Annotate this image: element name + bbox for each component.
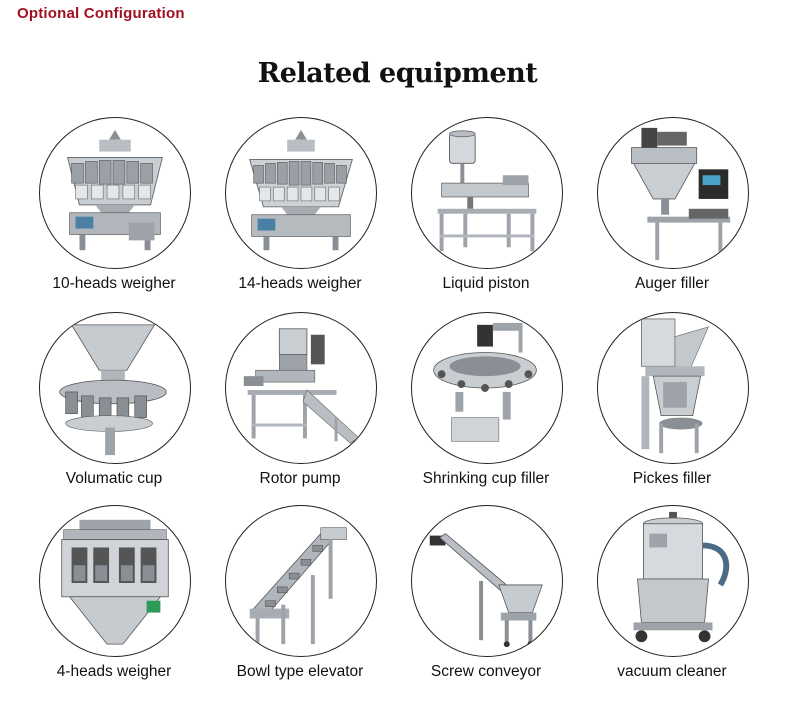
- equipment-caption: Screw conveyor: [430, 663, 542, 680]
- equipment-item-screw-conveyor[interactable]: Screw conveyor: [391, 505, 581, 695]
- equipment-item-rotor-pump[interactable]: Rotor pump: [205, 312, 395, 502]
- equipment-caption: 14-heads weigher: [238, 275, 362, 292]
- equipment-item-liquid-piston[interactable]: Liquid piston: [391, 117, 581, 307]
- equipment-item-shrinking-cup-filler[interactable]: Shrinking cup filler: [391, 312, 581, 502]
- linear-weigher-icon: [39, 505, 191, 657]
- bucket-elevator-icon: [225, 505, 377, 657]
- equipment-caption: vacuum cleaner: [617, 663, 727, 680]
- equipment-item-auger-filler[interactable]: Auger filler: [577, 117, 767, 307]
- equipment-caption: Liquid piston: [442, 275, 530, 292]
- equipment-item-4-heads-weigher[interactable]: 4-heads weigher: [19, 505, 209, 695]
- equipment-caption: 10-heads weigher: [52, 275, 176, 292]
- multihead-weigher-icon: [39, 117, 191, 269]
- equipment-caption: Bowl type elevator: [236, 663, 364, 680]
- section-label: Optional Configuration: [17, 5, 185, 22]
- shrinking-cup-filler-icon: [411, 312, 563, 464]
- equipment-caption: Pickes filler: [632, 470, 712, 487]
- page-title: Related equipment: [257, 58, 538, 89]
- vacuum-cleaner-icon: [597, 505, 749, 657]
- equipment-item-pickes-filler[interactable]: Pickes filler: [577, 312, 767, 502]
- equipment-caption: 4-heads weigher: [56, 663, 172, 680]
- equipment-item-10-heads-weigher[interactable]: 10-heads weigher: [19, 117, 209, 307]
- equipment-item-volumatic-cup[interactable]: Volumatic cup: [19, 312, 209, 502]
- equipment-caption: Shrinking cup filler: [422, 470, 550, 487]
- equipment-item-vacuum-cleaner[interactable]: vacuum cleaner: [577, 505, 767, 695]
- volumetric-cup-filler-icon: [39, 312, 191, 464]
- auger-filler-icon: [597, 117, 749, 269]
- equipment-item-bowl-type-elevator[interactable]: Bowl type elevator: [205, 505, 395, 695]
- screw-conveyor-icon: [411, 505, 563, 657]
- multihead-weigher-icon: [225, 117, 377, 269]
- pickles-filler-icon: [597, 312, 749, 464]
- equipment-caption: Volumatic cup: [65, 470, 163, 487]
- equipment-item-14-heads-weigher[interactable]: 14-heads weigher: [205, 117, 395, 307]
- liquid-piston-filler-icon: [411, 117, 563, 269]
- equipment-caption: Auger filler: [634, 275, 710, 292]
- rotor-pump-icon: [225, 312, 377, 464]
- equipment-caption: Rotor pump: [259, 470, 341, 487]
